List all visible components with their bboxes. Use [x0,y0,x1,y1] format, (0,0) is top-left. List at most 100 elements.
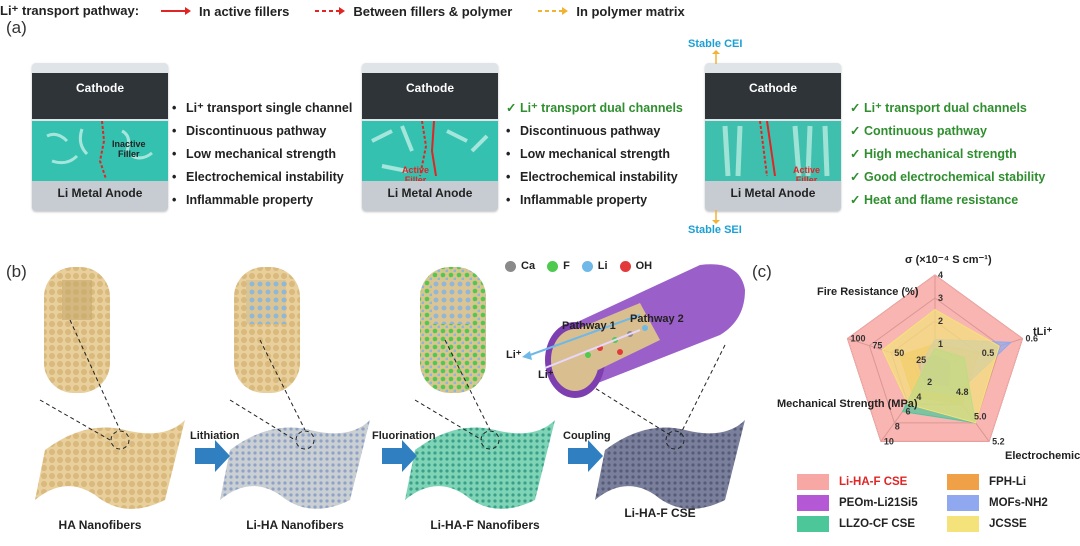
transport-legend-title: Li⁺ transport pathway: [0,3,140,18]
f-dot-icon [547,260,559,272]
cathode-layer [32,73,168,119]
legend-label: MOFs-NH2 [989,497,1048,509]
cathode-layer [705,73,841,119]
radar-tick-label: 0.5 [982,348,995,358]
fiber-cross-section [545,264,745,398]
list-item: •Inflammable property [506,193,648,207]
synthesis-illustration [35,264,745,509]
legend-dashed-red: Between fillers & polymer [315,4,512,19]
list-item: ✓Li⁺ transport dual channels [506,101,683,115]
legend-label: Between fillers & polymer [353,3,513,19]
radar-tick-label: 5.2 [992,436,1005,446]
list-item: ✓Continuous pathway [850,124,987,138]
stage-cse: Li-HA-F CSE [624,506,696,520]
radar-tick-label: 8 [895,422,900,432]
radar-tick-label: 4.8 [956,387,969,397]
stable-sei-label: Stable SEI [688,224,742,236]
radar-tick-label: 2 [938,316,943,326]
li-ha-sheet [220,420,370,509]
li-ion-label-1: Li⁺ [506,349,522,361]
anode-layer: Li Metal Anode [362,181,498,211]
legend-swatch [797,474,829,490]
radar-tick-label: 2 [927,377,932,387]
cse-sheet [595,420,745,509]
radar-legend-item: MOFs-NH2 [947,495,1048,511]
step-fluorination: Fluorination [372,430,436,442]
filler-fibers [46,121,153,180]
list-item: •Inflammable property [172,193,314,207]
cathode-label: Cathode [406,81,454,95]
radar-legend-item: LLZO-CF CSE [797,516,915,532]
cathode-label: Cathode [76,81,124,95]
panel-label-c: (c) [752,262,772,281]
stage-li-ha-f: Li-HA-F Nanofibers [430,518,540,532]
li-ion-label-2: Li⁺ [538,369,554,381]
radar-legend-item: FPH-Li [947,474,1026,490]
legend-label: Li-HA-F CSE [839,476,908,488]
li-ha-f-sheet [405,420,555,509]
legend-swatch [947,516,979,532]
legend-swatch [797,516,829,532]
filler-fibers [371,121,489,177]
anode-layer: Li Metal Anode [32,181,168,211]
atom-oh: OH [619,260,652,272]
radar-tick-label: 5.0 [974,412,987,422]
down-arrow-icon [712,210,720,224]
oh-dot-icon [619,260,631,272]
radar-series [881,308,1000,424]
atom-legend: Ca F Li OH [505,260,664,272]
list-item: •Low mechanical strength [172,147,337,161]
legend-swatch [947,474,979,490]
radar-tick-label: 75 [872,341,882,351]
panel-label-a: (a) [6,18,27,37]
radar-axis-label: Electrochemical Window (V) [1005,450,1080,462]
anode-label: Li Metal Anode [387,186,473,200]
list-item: •Electrochemical instability [506,170,678,184]
li-dot-icon [581,260,593,272]
list-item: ✓Heat and flame resistance [850,193,1019,207]
radar-tick-label: 0.6 [1025,334,1038,344]
legend-label: In active fillers [199,3,290,19]
legend-label: LLZO-CF CSE [839,518,916,530]
legend-label: FPH-Li [989,476,1027,488]
radar-axis-label: σ (×10⁻⁴ S cm⁻¹) [905,255,992,266]
transport-legend: Li⁺ transport pathway: In active fillers… [0,0,1080,22]
radar-tick-label: 3 [938,293,943,303]
ha-sheet [35,420,185,509]
property-list-1: •Li⁺ transport single channel •Discontin… [172,97,352,212]
ha-nanofiber-cylinder [44,267,110,393]
legend-label: PEOm-Li21Si5 [839,497,918,509]
legend-swatch [947,495,979,511]
radar-axis-label: Fire Resistance (%) [817,286,919,298]
radar-tick-label: 1 [938,339,943,349]
atom-f: F [547,260,570,272]
radar-tick-label: 10 [884,436,894,446]
anode-label: Li Metal Anode [57,186,143,200]
property-list-3: ✓Li⁺ transport dual channels ✓Continuous… [850,97,1045,212]
radar-tick-label: 50 [894,348,904,358]
radar-legend-item: JCSSE [947,516,1027,532]
list-item: ✓Good electrochemical stability [850,170,1046,184]
cathode-layer [362,73,498,119]
legend-dashed-yellow: In polymer matrix [538,4,685,19]
pathway-2-label: Pathway 2 [630,313,684,325]
panel-label-b: (b) [6,262,27,281]
list-item: •Electrochemical instability [172,170,344,184]
radar-tick-label: 25 [916,355,926,365]
anode-layer: Li Metal Anode [705,181,841,211]
step-coupling: Coupling [563,430,611,442]
stable-cei-label: Stable CEI [688,38,743,50]
ca-dot-icon [505,260,516,272]
radar-axis-label: Mechanical Strength (MPa) [777,398,918,410]
red-arrow-icon [161,7,192,15]
list-item: ✓Li⁺ transport dual channels [850,101,1027,115]
list-item: ✓High mechanical strength [850,147,1017,161]
atom-ca: Ca [505,260,535,272]
electrolyte-layer [32,121,168,181]
radar-tick-label: 4 [938,270,943,280]
red-dashed-arrow-icon [315,7,346,15]
